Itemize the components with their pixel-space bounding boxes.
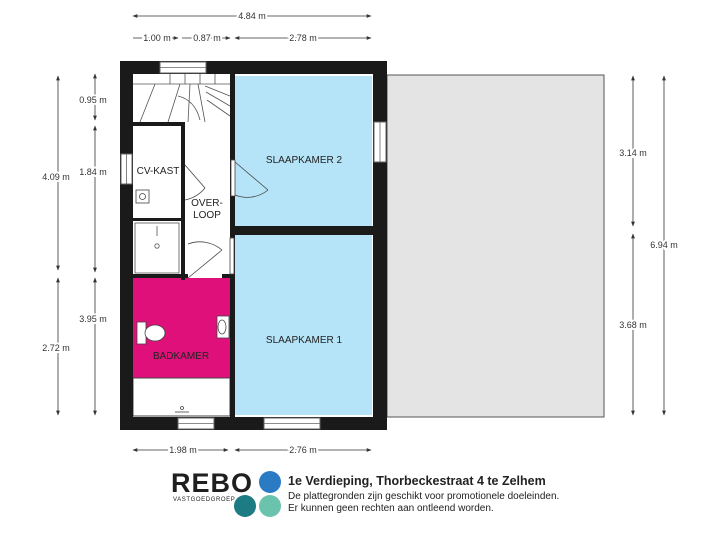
shower <box>134 222 180 274</box>
room-label-slaapkamer-1: SLAAPKAMER 1 <box>266 335 343 346</box>
room-label-badkamer: BADKAMER <box>153 351 209 362</box>
logo-tagline: VASTGOEDGROEP <box>173 497 235 503</box>
room-slaapkamer-2-fill <box>235 76 372 226</box>
logo-circle-mint <box>259 495 281 517</box>
logo-circle-blue <box>259 471 281 493</box>
logo-circle-teal <box>234 495 256 517</box>
dimension-lines <box>56 14 666 452</box>
boiler-fixture <box>135 189 150 204</box>
dim-bottom-seg-1: 1.98 m <box>169 445 197 455</box>
dim-top-seg-2: 0.87 m <box>193 33 221 43</box>
dimension-labels: 4.84 m 1.00 m 0.87 m 2.78 m 0.95 m 1.84 … <box>40 9 680 457</box>
dim-left-inner-2: 1.84 m <box>79 167 107 177</box>
room-label-overloop-2: LOOP <box>193 210 221 221</box>
toilet <box>136 321 166 345</box>
bath-tub <box>132 377 231 417</box>
outdoor-area <box>386 74 605 418</box>
dim-left-inner-3: 3.95 m <box>79 314 107 324</box>
caption-title: 1e Verdieping, Thorbeckestraat 4 te Zelh… <box>288 474 546 488</box>
room-slaapkamer-1-fill <box>235 235 372 415</box>
dim-top-total: 4.84 m <box>238 11 266 21</box>
dim-bottom-seg-2: 2.76 m <box>289 445 317 455</box>
bath-tap <box>175 406 189 413</box>
caption-disclaimer-2: Er kunnen geen rechten aan ontleend word… <box>288 503 494 514</box>
dim-right-outer: 6.94 m <box>650 240 678 250</box>
dim-top-seg-1: 1.00 m <box>143 33 171 43</box>
dim-left-outer-2: 2.72 m <box>42 343 70 353</box>
room-label-cv-kast: CV-KAST <box>137 166 180 177</box>
doors <box>184 159 269 279</box>
dim-left-outer-1: 4.09 m <box>42 172 70 182</box>
dim-top-seg-3: 2.78 m <box>289 33 317 43</box>
dim-right-inner-2: 3.68 m <box>619 320 647 330</box>
caption-block: 1e Verdieping, Thorbeckestraat 4 te Zelh… <box>288 474 559 515</box>
dim-left-inner-1: 0.95 m <box>79 95 107 105</box>
rebo-logo: REBO VASTGOEDGROEP <box>171 468 281 517</box>
staircase <box>133 74 231 123</box>
caption-disclaimer-1: De plattegronden zijn geschikt voor prom… <box>288 491 560 502</box>
room-label-overloop-1: OVER- <box>191 198 223 209</box>
logo-name: REBO <box>171 468 253 498</box>
room-label-slaapkamer-2: SLAAPKAMER 2 <box>266 155 343 166</box>
dim-right-inner-1: 3.14 m <box>619 148 647 158</box>
sink <box>216 315 230 339</box>
